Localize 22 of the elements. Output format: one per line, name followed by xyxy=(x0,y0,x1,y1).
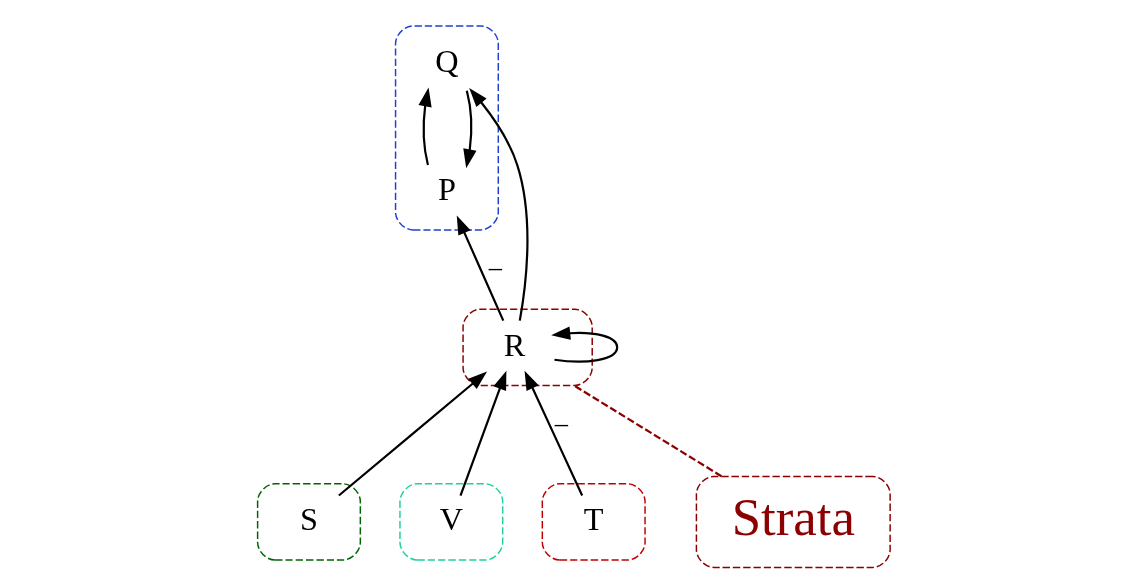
cluster xyxy=(399,483,504,561)
cluster xyxy=(256,483,362,561)
node-text: V xyxy=(439,501,463,538)
node-text: R xyxy=(503,326,526,363)
cluster xyxy=(394,25,500,231)
cluster xyxy=(541,483,646,561)
node-box: Strata xyxy=(695,475,891,569)
arrow xyxy=(459,370,507,496)
arrow xyxy=(463,90,477,169)
node-text: P xyxy=(437,170,456,207)
edge-label: – xyxy=(554,407,568,438)
arrow xyxy=(456,215,505,322)
node-text: T xyxy=(583,501,604,538)
arrow xyxy=(524,370,584,496)
arrow xyxy=(418,87,432,166)
arrow xyxy=(551,326,619,363)
connector xyxy=(573,384,723,478)
arrow xyxy=(338,371,488,497)
node-text: S xyxy=(300,501,318,538)
node-text: Q xyxy=(435,43,459,80)
arrow xyxy=(469,88,529,321)
edge-label: – xyxy=(488,251,502,282)
